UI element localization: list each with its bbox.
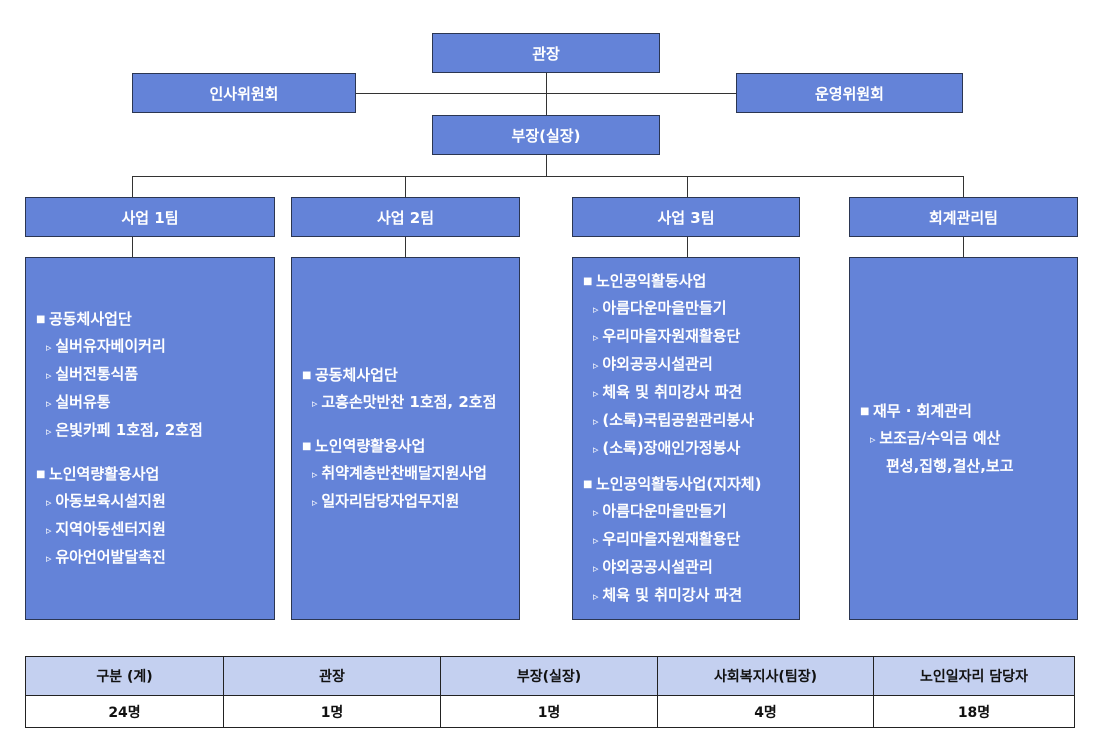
personnel-committee-box: 인사위원회 [132,73,356,113]
table-header: 사회복지사(팀장) [657,656,874,696]
list-item: 야외공공시설관리 [583,351,754,379]
table-row: 24명 1명 1명 4명 18명 [25,695,1075,728]
list-item: 우리마을자원재활용단 [583,323,754,351]
table-cell: 18명 [873,695,1075,728]
table-cell: 1명 [223,695,441,728]
list-item: 취약계층반찬배달지원사업 [302,460,487,488]
team-3-box: 사업 3팀 [572,197,800,237]
group-title: 노인역량활용사업 [302,433,487,460]
team-2-duties: 공동체사업단 고흥손맛반찬 1호점, 2호점 노인역량활용사업 취약계층반찬배달… [291,257,520,620]
staff-table: 구분 (계) 관장 부장(실장) 사회복지사(팀장) 노인일자리 담당자 24명… [25,656,1075,728]
list-item: 지역아동센터지원 [36,516,165,544]
table-header: 관장 [223,656,441,696]
table-cell: 1명 [440,695,658,728]
list-item: 유아언어발달촉진 [36,544,165,572]
group-title: 노인역량활용사업 [36,461,166,488]
director-box: 관장 [432,33,660,73]
table-cell: 24명 [25,695,224,728]
accounting-team-duties: 재무 · 회계관리 보조금/수익금 예산 편성,집행,결산,보고 [849,257,1078,620]
list-item: 체육 및 취미강사 파견 [583,582,761,610]
table-header: 노인일자리 담당자 [873,656,1075,696]
list-item: 실버유통 [36,389,203,417]
deputy-box: 부장(실장) [432,115,660,155]
table-cell: 4명 [657,695,874,728]
list-item: 아동보육시설지원 [36,488,165,516]
connector [132,176,964,177]
list-item: 우리마을자원재활용단 [583,526,761,554]
list-item: 체육 및 취미강사 파견 [583,379,754,407]
list-item: 일자리담당자업무지원 [302,488,487,516]
list-item: 실버유자베이커리 [36,333,203,361]
team-2-box: 사업 2팀 [291,197,520,237]
accounting-team-box: 회계관리팀 [849,197,1078,237]
table-header: 구분 (계) [25,656,224,696]
list-item: 아름다운마을만들기 [583,295,754,323]
table-header-row: 구분 (계) 관장 부장(실장) 사회복지사(팀장) 노인일자리 담당자 [25,656,1075,696]
list-item: 보조금/수익금 예산 [860,425,1014,453]
connector [546,155,547,176]
operations-committee-box: 운영위원회 [736,73,963,113]
list-item: 은빛카페 1호점, 2호점 [36,417,202,445]
list-item: 실버전통식품 [36,361,203,389]
list-item: 고흥손맛반찬 1호점, 2호점 [302,389,496,417]
team-1-duties: 공동체사업단 실버유자베이커리 실버전통식품 실버유통 은빛카페 1호점, 2호… [25,257,275,620]
team-1-box: 사업 1팀 [25,197,275,237]
table-header: 부장(실장) [440,656,658,696]
group-title: 공동체사업단 [36,306,203,333]
team-3-duties: 노인공익활동사업 아름다운마을만들기 우리마을자원재활용단 야외공공시설관리 체… [572,257,800,620]
group-title: 공동체사업단 [302,362,496,389]
list-item: 야외공공시설관리 [583,554,761,582]
list-item: (소록)장애인가정봉사 [583,435,754,463]
group-title: 노인공익활동사업 [583,268,754,295]
connector [546,73,547,115]
group-title: 재무 · 회계관리 [860,398,1014,425]
list-item: 아름다운마을만들기 [583,498,761,526]
group-title: 노인공익활동사업(지자체) [583,471,762,498]
list-item: (소록)국립공원관리봉사 [583,407,754,435]
list-item-continuation: 편성,집행,결산,보고 [886,457,1014,475]
